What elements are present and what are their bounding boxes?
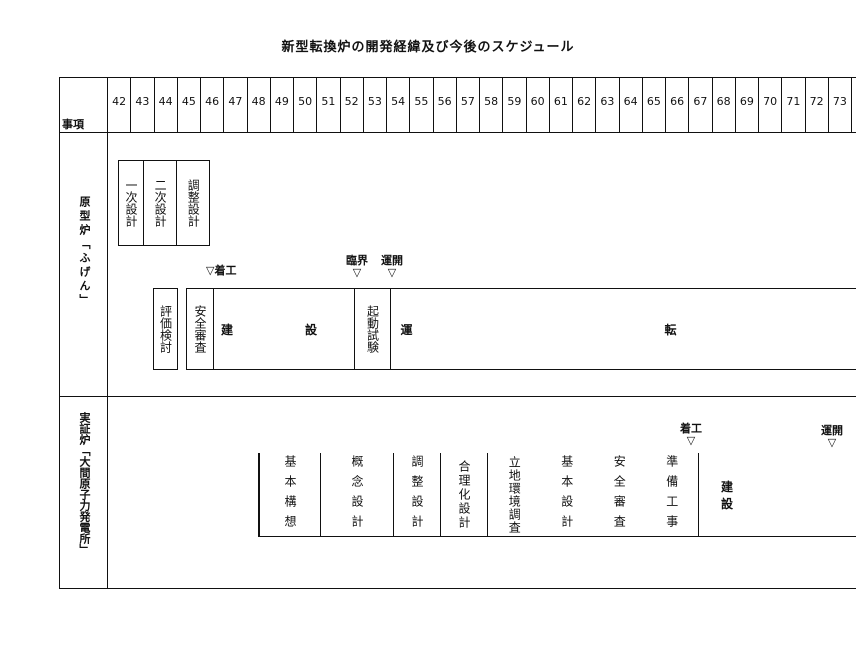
milestone-criticality: 臨界 ▽: [344, 254, 370, 278]
demo-stage-1: 基本構想: [259, 453, 321, 536]
year-cell: 60: [527, 78, 550, 132]
year-cell: 72: [806, 78, 829, 132]
design-box-2: 二次設計: [144, 161, 178, 245]
milestone-triangle-icon: ▽: [387, 266, 397, 279]
milestone-triangle-icon: ▽: [686, 434, 696, 447]
demo-safety-review-label: 安全審査: [612, 454, 627, 535]
year-cell: 58: [480, 78, 504, 132]
milestone-triangle-icon: ▽: [206, 264, 215, 277]
demo-milestone-construction-start: 着工 ▽: [677, 422, 705, 446]
header-label: 事項: [62, 118, 84, 131]
milestone-triangle-icon: ▽: [352, 266, 362, 279]
year-cell: 70: [759, 78, 783, 132]
demo-stage-2-label: 概念設計: [350, 454, 364, 535]
demo-stage-2: 概念設計: [321, 453, 394, 536]
year-cell: 71: [782, 78, 806, 132]
year-cell: 44: [155, 78, 178, 132]
year-cell: 45: [178, 78, 201, 132]
milestone-triangle-icon: ▽: [827, 436, 837, 449]
milestone-label: 運開: [381, 254, 403, 267]
demo-bar: 基本構想 概念設計 調整設計 合理化設計 立地環境調査 基本設計 安全審査 準備…: [258, 453, 856, 537]
demo-construction-seg: 建 設: [699, 453, 856, 536]
year-cell: 67: [689, 78, 713, 132]
basic-design-label: 基本設計: [559, 454, 574, 535]
milestone-construction-start: ▽ 着工: [206, 264, 236, 277]
year-cell: 54: [387, 78, 411, 132]
row-label-prototype: 原型炉「ふげん」: [78, 196, 91, 308]
milestone-label: 着工: [680, 422, 702, 435]
year-cell: 42: [108, 78, 132, 132]
safety-review-label: 安全審査: [193, 305, 207, 353]
year-cell: 63: [596, 78, 620, 132]
row-label-demo: 実証炉「大間原子力発電所」: [78, 412, 91, 555]
milestone-label: 運開: [821, 424, 843, 437]
construction-label: 建 設: [220, 322, 347, 337]
design-box-1: 一次設計: [119, 161, 144, 245]
demo-stage-4-label: 合理化設計: [457, 459, 471, 530]
preparatory-work-label: 準備工事: [664, 454, 679, 535]
schedule-table: [59, 77, 856, 589]
prototype-bar: 安全審査 建 設 起動試験 運 転: [186, 288, 856, 370]
demo-stage-3-label: 調整設計: [410, 454, 424, 535]
operation-label: 運 転: [400, 322, 797, 337]
evaluation-box: 評価検討: [153, 288, 178, 370]
site-survey-label: 立地環境調査: [507, 455, 522, 534]
year-cell: 53: [364, 78, 387, 132]
year-cell: 55: [410, 78, 434, 132]
year-cell: 56: [434, 78, 457, 132]
year-cell: 50: [294, 78, 318, 132]
design-box-2-label: 二次設計: [153, 179, 168, 227]
demo-stage-4: 合理化設計: [441, 453, 488, 536]
year-cell: 59: [503, 78, 527, 132]
demo-combined-seg: 立地環境調査 基本設計 安全審査 準備工事: [488, 453, 699, 536]
year-cell: 62: [573, 78, 597, 132]
year-cell: 47: [224, 78, 248, 132]
milestone-operation-start: 運開 ▽: [379, 254, 405, 278]
startup-test-label: 起動試験: [365, 305, 380, 353]
year-cell: 73: [829, 78, 852, 132]
milestone-label: 着工: [214, 264, 237, 277]
label-column-divider: [107, 77, 108, 589]
year-cell: 64: [620, 78, 643, 132]
year-cell: 69: [736, 78, 759, 132]
page-title: 新型転換炉の開発経緯及び今後のスケジュール: [281, 40, 575, 55]
year-cell: 51: [317, 78, 341, 132]
year-cell: 61: [550, 78, 573, 132]
year-cell: 43: [131, 78, 155, 132]
year-cell: 66: [666, 78, 690, 132]
row-divider: [59, 396, 856, 397]
header-divider: [59, 132, 856, 133]
demo-stage-1-label: 基本構想: [283, 454, 297, 535]
evaluation-label: 評価検討: [158, 305, 173, 353]
design-phase-box: 一次設計 二次設計 調整設計: [118, 160, 210, 246]
year-cell: 46: [201, 78, 225, 132]
construction-seg: 建 設: [214, 289, 355, 369]
design-box-1-label: 一次設計: [123, 179, 138, 227]
milestone-label: 臨界: [346, 254, 368, 267]
design-box-3: 調整設計: [177, 161, 209, 245]
design-box-3-label: 調整設計: [186, 179, 201, 227]
startup-test-seg: 起動試験: [355, 289, 391, 369]
year-cell: 57: [457, 78, 480, 132]
year-cell: 48: [248, 78, 271, 132]
demo-stage-3: 調整設計: [394, 453, 441, 536]
year-cell: 68: [713, 78, 736, 132]
safety-review-seg: 安全審査: [187, 289, 214, 369]
demo-construction-label: 建 設: [721, 479, 826, 511]
year-cell: 52: [341, 78, 364, 132]
operation-seg: 運 転: [391, 289, 856, 369]
year-cell: 65: [643, 78, 666, 132]
demo-milestone-operation-start: 運開 ▽: [818, 424, 846, 448]
year-cell: 49: [271, 78, 294, 132]
